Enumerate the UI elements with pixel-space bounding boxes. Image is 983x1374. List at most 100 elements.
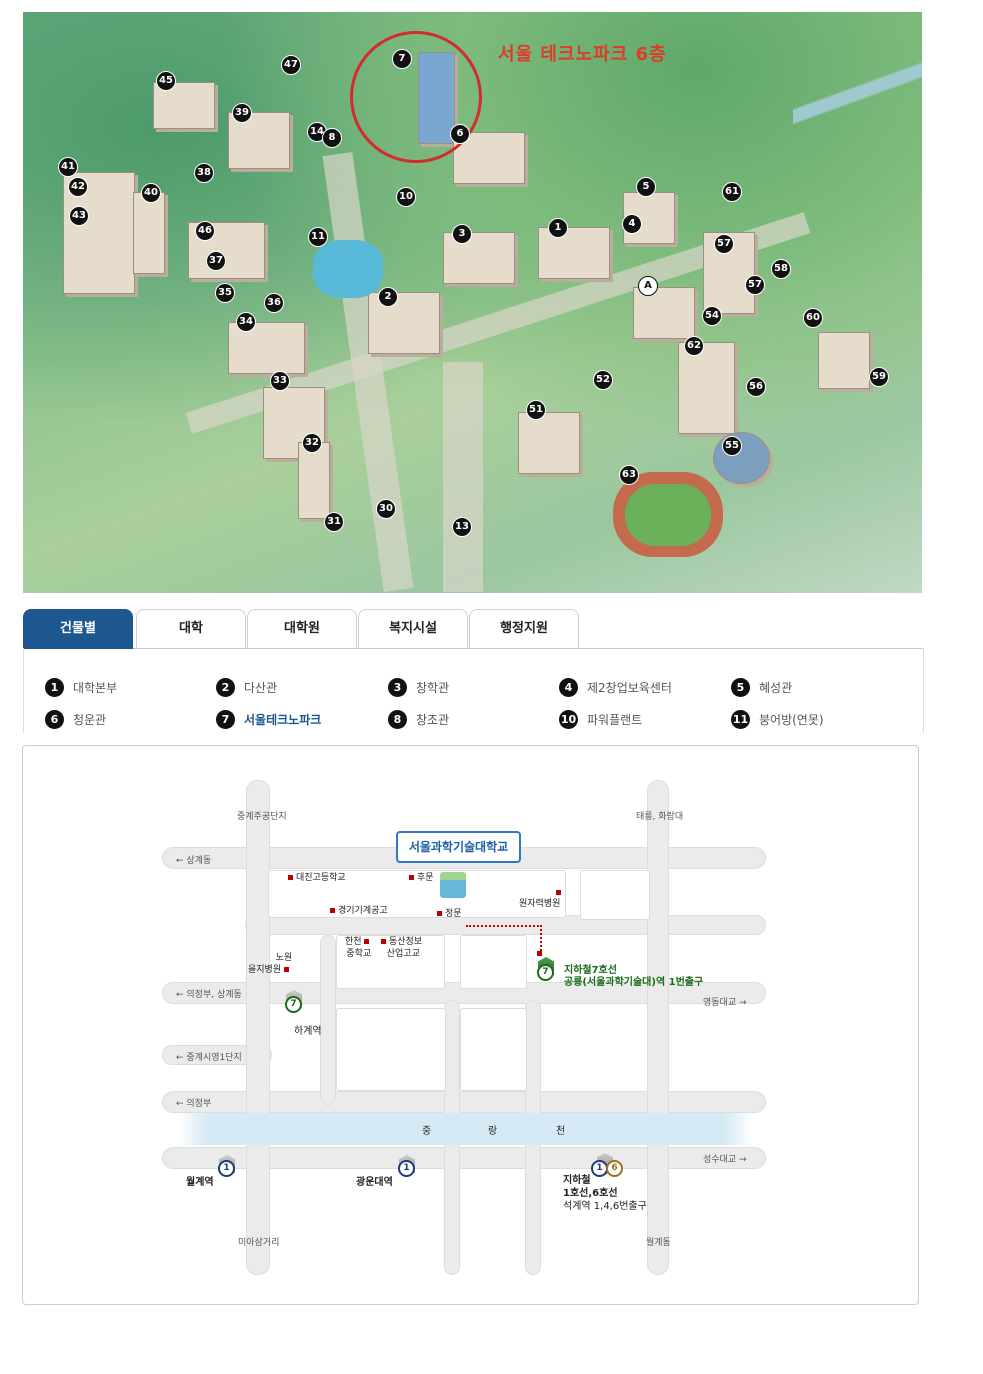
building-marker[interactable]: 34 — [236, 312, 256, 332]
legend-item[interactable]: 5 혜성관 — [731, 678, 792, 697]
place-text: 한천 — [345, 937, 362, 947]
legend-number: 8 — [388, 710, 407, 729]
building-marker[interactable]: 40 — [141, 183, 161, 203]
legend-label: 청운관 — [73, 713, 107, 727]
building-marker[interactable]: 51 — [526, 400, 546, 420]
building-marker[interactable]: 32 — [302, 433, 322, 453]
building-marker[interactable]: 59 — [869, 367, 889, 387]
place-text: 대진고등학교 — [296, 873, 346, 883]
building-marker[interactable]: 46 — [195, 221, 215, 241]
building-marker[interactable]: 2 — [378, 287, 398, 307]
tab-college[interactable]: 대학 — [136, 609, 246, 648]
legend-number: 1 — [45, 678, 64, 697]
legend-label: 창학관 — [416, 681, 450, 695]
direction-label: ← 상계동 — [176, 856, 212, 866]
building-marker[interactable]: 36 — [264, 293, 284, 313]
building-marker[interactable]: 37 — [206, 251, 226, 271]
station-label[interactable]: 하계역 — [294, 1026, 322, 1037]
building-marker[interactable]: 38 — [194, 163, 214, 183]
direction-text: 상계동 — [186, 856, 212, 866]
tab-administration[interactable]: 행정지원 — [469, 609, 579, 648]
legend-number: 3 — [388, 678, 407, 697]
legend-label: 혜성관 — [759, 681, 793, 695]
building-marker[interactable]: 42 — [68, 177, 88, 197]
legend-number: 5 — [731, 678, 750, 697]
building-marker[interactable]: 54 — [702, 306, 722, 326]
building-marker[interactable]: 45 — [156, 71, 176, 91]
tab-graduate-school[interactable]: 대학원 — [247, 609, 357, 648]
direction-text: 영동대교 — [703, 998, 737, 1008]
highlight-circle — [350, 31, 482, 163]
building-marker[interactable]: 35 — [215, 283, 235, 303]
direction-label: 영동대교 → — [703, 998, 747, 1008]
school-building-icon — [440, 872, 466, 898]
place-label: 대진고등학교 — [288, 870, 346, 883]
station-label[interactable]: 월계역 — [186, 1177, 214, 1188]
legend-label: 붕어방(연못) — [759, 713, 824, 727]
tab-by-building[interactable]: 건물별 — [23, 609, 133, 649]
building-marker[interactable]: 39 — [232, 103, 252, 123]
building-marker[interactable]: 7 — [392, 49, 412, 69]
exit-marker — [537, 951, 542, 956]
building-marker[interactable]: 61 — [722, 182, 742, 202]
legend-label: 제2창업보육센터 — [587, 681, 672, 695]
direction-text: 의정부, 상계동 — [186, 990, 242, 1000]
building-marker[interactable]: 60 — [803, 308, 823, 328]
building-marker[interactable]: 58 — [771, 259, 791, 279]
building-marker[interactable]: 47 — [281, 55, 301, 75]
building-marker[interactable]: 10 — [396, 187, 416, 207]
station-label[interactable]: 광운대역 — [356, 1177, 393, 1188]
building-marker[interactable]: 57 — [745, 275, 765, 295]
direction-text: 의정부 — [186, 1099, 212, 1109]
building-marker[interactable]: 3 — [452, 224, 472, 244]
legend-item[interactable]: 3 창학관 — [388, 678, 449, 697]
direction-label: 월계동 — [646, 1238, 671, 1248]
building-marker[interactable]: 30 — [376, 499, 396, 519]
legend-item[interactable]: 4 제2창업보육센터 — [559, 678, 672, 697]
legend-item[interactable]: 8 창조관 — [388, 710, 449, 729]
legend-number: 4 — [559, 678, 578, 697]
legend-label: 창조관 — [416, 713, 450, 727]
building-marker[interactable]: 13 — [452, 517, 472, 537]
building-marker[interactable]: 43 — [69, 206, 89, 226]
place-label: 한천 중학교 — [345, 936, 372, 960]
building-marker[interactable]: 33 — [270, 371, 290, 391]
tab-welfare[interactable]: 복지시설 — [358, 609, 468, 648]
building-marker[interactable]: 52 — [593, 370, 613, 390]
building-marker[interactable]: 56 — [746, 377, 766, 397]
building-marker[interactable]: 31 — [324, 512, 344, 532]
building-marker[interactable]: 5 — [636, 177, 656, 197]
pond — [313, 240, 383, 298]
building-marker[interactable]: 57 — [714, 234, 734, 254]
building-marker[interactable]: 11 — [308, 227, 328, 247]
direction-label: 성수대교 → — [703, 1155, 747, 1165]
building-marker[interactable]: 1 — [548, 218, 568, 238]
road-map-frame — [22, 745, 919, 1305]
place-label: 원자력병원 — [519, 899, 561, 909]
building-marker[interactable]: 4 — [622, 214, 642, 234]
place-text: 을지병원 — [248, 965, 282, 975]
line7-icon: 7 — [285, 996, 302, 1013]
building-marker[interactable]: 6 — [450, 124, 470, 144]
building-marker[interactable]: 62 — [684, 336, 704, 356]
campus-illustrated-map: 서울 테크노파크 6층 45 47 7 6 39 14 8 41 42 38 4… — [23, 12, 922, 593]
building-marker[interactable]: 55 — [722, 436, 742, 456]
line1-icon: 1 — [218, 1160, 235, 1177]
legend-number: 7 — [216, 710, 235, 729]
building-marker[interactable]: 63 — [619, 465, 639, 485]
building-marker[interactable]: 8 — [322, 128, 342, 148]
building-marker[interactable]: A — [638, 276, 658, 296]
building-marker[interactable]: 41 — [58, 157, 78, 177]
direction-label: 태릉, 화랑대 — [636, 812, 684, 822]
direction-label: ← 중계시영1단지 — [176, 1053, 242, 1063]
place-label: 정문 — [437, 906, 462, 919]
line6-icon: 6 — [606, 1160, 623, 1177]
